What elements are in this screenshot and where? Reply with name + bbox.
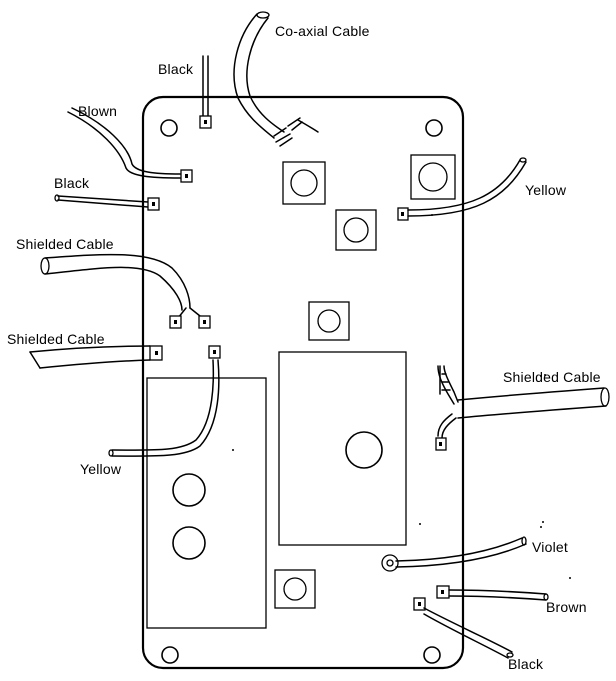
center-component-block xyxy=(278,351,407,546)
shielded-cable-right xyxy=(435,365,610,451)
square-pad-3 xyxy=(335,209,377,251)
mounting-hole-bottom-left xyxy=(161,646,179,664)
label-shielded-cable-left-upper: Shielded Cable xyxy=(16,236,114,252)
label-yellow-left: Yellow xyxy=(80,461,122,477)
left-component-block xyxy=(146,377,267,629)
yellow-wire-left xyxy=(108,345,221,457)
square-pad-2 xyxy=(410,154,456,200)
mounting-hole-bottom-right xyxy=(423,646,441,664)
center-component-hole xyxy=(345,431,383,469)
coaxial-cable xyxy=(233,11,319,147)
blown-wire xyxy=(67,107,193,183)
yellow-wire-right xyxy=(397,157,527,221)
label-brown: Brown xyxy=(546,599,587,615)
label-shielded-cable-left-lower: Shielded Cable xyxy=(7,331,105,347)
label-coaxial-cable: Co-axial Cable xyxy=(275,23,370,39)
violet-grommet xyxy=(381,554,399,572)
square-pad-1 xyxy=(282,161,326,205)
square-pad-5 xyxy=(274,569,316,609)
black-wire-left xyxy=(54,194,160,211)
label-shielded-cable-right: Shielded Cable xyxy=(503,369,601,385)
shielded-cable-left-upper xyxy=(40,253,211,329)
label-violet: Violet xyxy=(532,539,568,555)
label-black-bottom: Black xyxy=(508,656,544,672)
label-black-top: Black xyxy=(158,61,194,77)
mounting-hole-top-left xyxy=(160,119,178,137)
mounting-holes xyxy=(160,119,443,664)
label-yellow-right: Yellow xyxy=(525,182,567,198)
brown-wire xyxy=(436,585,549,601)
violet-wire xyxy=(395,536,527,568)
shielded-cable-left-lower xyxy=(29,345,163,369)
black-wire-top xyxy=(199,55,212,129)
component-hole-2 xyxy=(172,526,206,560)
component-hole-1 xyxy=(172,473,206,507)
label-blown: Blown xyxy=(78,103,118,119)
square-pad-4 xyxy=(308,301,350,341)
mounting-hole-top-right xyxy=(425,119,443,137)
label-black-left: Black xyxy=(54,175,90,191)
circuit-board xyxy=(141,95,465,670)
black-wire-bottom xyxy=(413,597,514,659)
